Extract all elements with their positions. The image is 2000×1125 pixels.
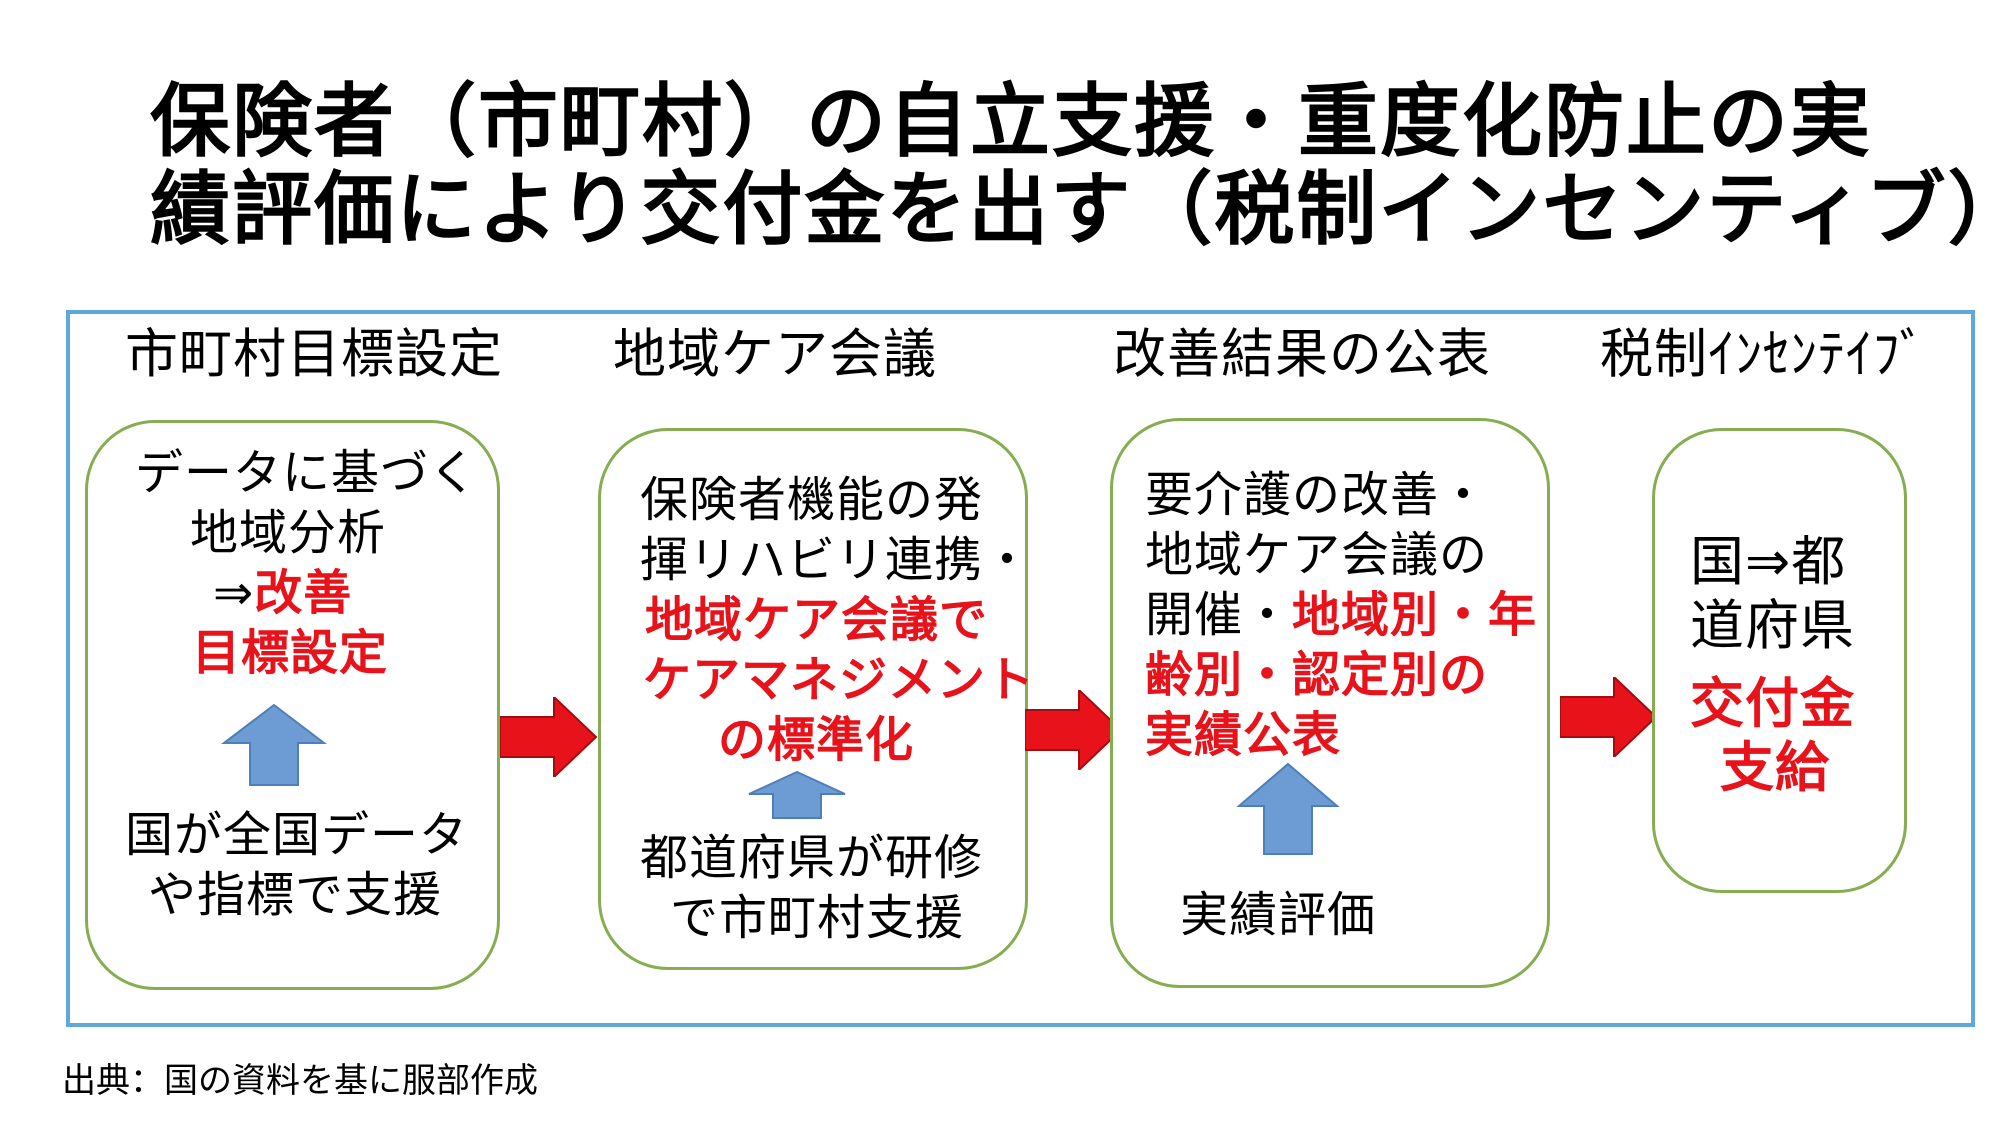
box2-line-2: 揮リハビリ連携・	[640, 532, 1033, 588]
box3-line-1: 要介護の改善・	[1145, 467, 1489, 523]
flow-arrow-1	[500, 697, 598, 777]
box4-line-3: 交付金	[1690, 672, 1855, 735]
box4-line-4: 支給	[1720, 736, 1830, 799]
box3-line-5: 実績公表	[1145, 707, 1342, 763]
heading-target-setting: 市町村目標設定	[125, 324, 503, 385]
box2-line-3: 地域ケア会議で	[645, 592, 989, 648]
heading-publication: 改善結果の公表	[1113, 324, 1491, 385]
box1-support-line-2: や指標で支援	[148, 867, 443, 923]
box1-line-4: 目標設定	[192, 625, 389, 681]
step-box-tax-incentive	[1652, 428, 1907, 893]
slide-title: 保険者（市町村）の自立支援・重度化防止の実 績評価により交付金を出す（税制インセ…	[150, 75, 2000, 256]
support-arrow-up-3	[1236, 762, 1340, 855]
step-box-target-setting	[85, 420, 500, 990]
step-box-care-meeting	[598, 428, 1028, 970]
box2-support-line-2: で市町村支援	[670, 890, 965, 946]
title-line-1: 保険者（市町村）の自立支援・重度化防止の実	[150, 75, 1872, 168]
box1-line-3: ⇒改善	[213, 565, 353, 621]
box3-line-2: 地域ケア会議の	[1145, 527, 1489, 583]
box3-line-4: 齢別・認定別の	[1145, 647, 1489, 703]
box2-line-1: 保険者機能の発	[640, 472, 984, 528]
title-line-2: 績評価により交付金を出す（税制インセンティブ）	[150, 163, 2000, 256]
flow-arrow-3	[1560, 677, 1658, 757]
box3-support-line-1: 実績評価	[1180, 887, 1377, 943]
box4-line-1: 国⇒都	[1690, 530, 1847, 593]
box1-support-line-1: 国が全国データ	[125, 807, 469, 863]
box2-line-5: の標準化	[718, 712, 915, 768]
heading-tax-incentive: 税制ｲﾝｾﾝﾃｲﾌﾞ	[1600, 324, 1927, 385]
support-arrow-up-2	[748, 770, 846, 819]
step-box-publication	[1110, 418, 1550, 988]
box1-line-1: データに基づく	[135, 445, 479, 501]
box4-line-2: 道府県	[1690, 594, 1855, 657]
box2-line-4: ケアマネジメント	[643, 652, 1036, 708]
diagram-frame	[66, 310, 1975, 1027]
flow-arrow-2	[1025, 690, 1123, 770]
source-note: 出典：国の資料を基に服部作成	[62, 1061, 538, 1101]
box2-support-line-1: 都道府県が研修	[640, 830, 984, 886]
support-arrow-up-1	[221, 703, 327, 786]
heading-care-meeting: 地域ケア会議	[613, 324, 937, 385]
box3-line-3: 開催・地域別・年	[1145, 587, 1538, 643]
box1-line-2: 地域分析	[190, 505, 387, 561]
